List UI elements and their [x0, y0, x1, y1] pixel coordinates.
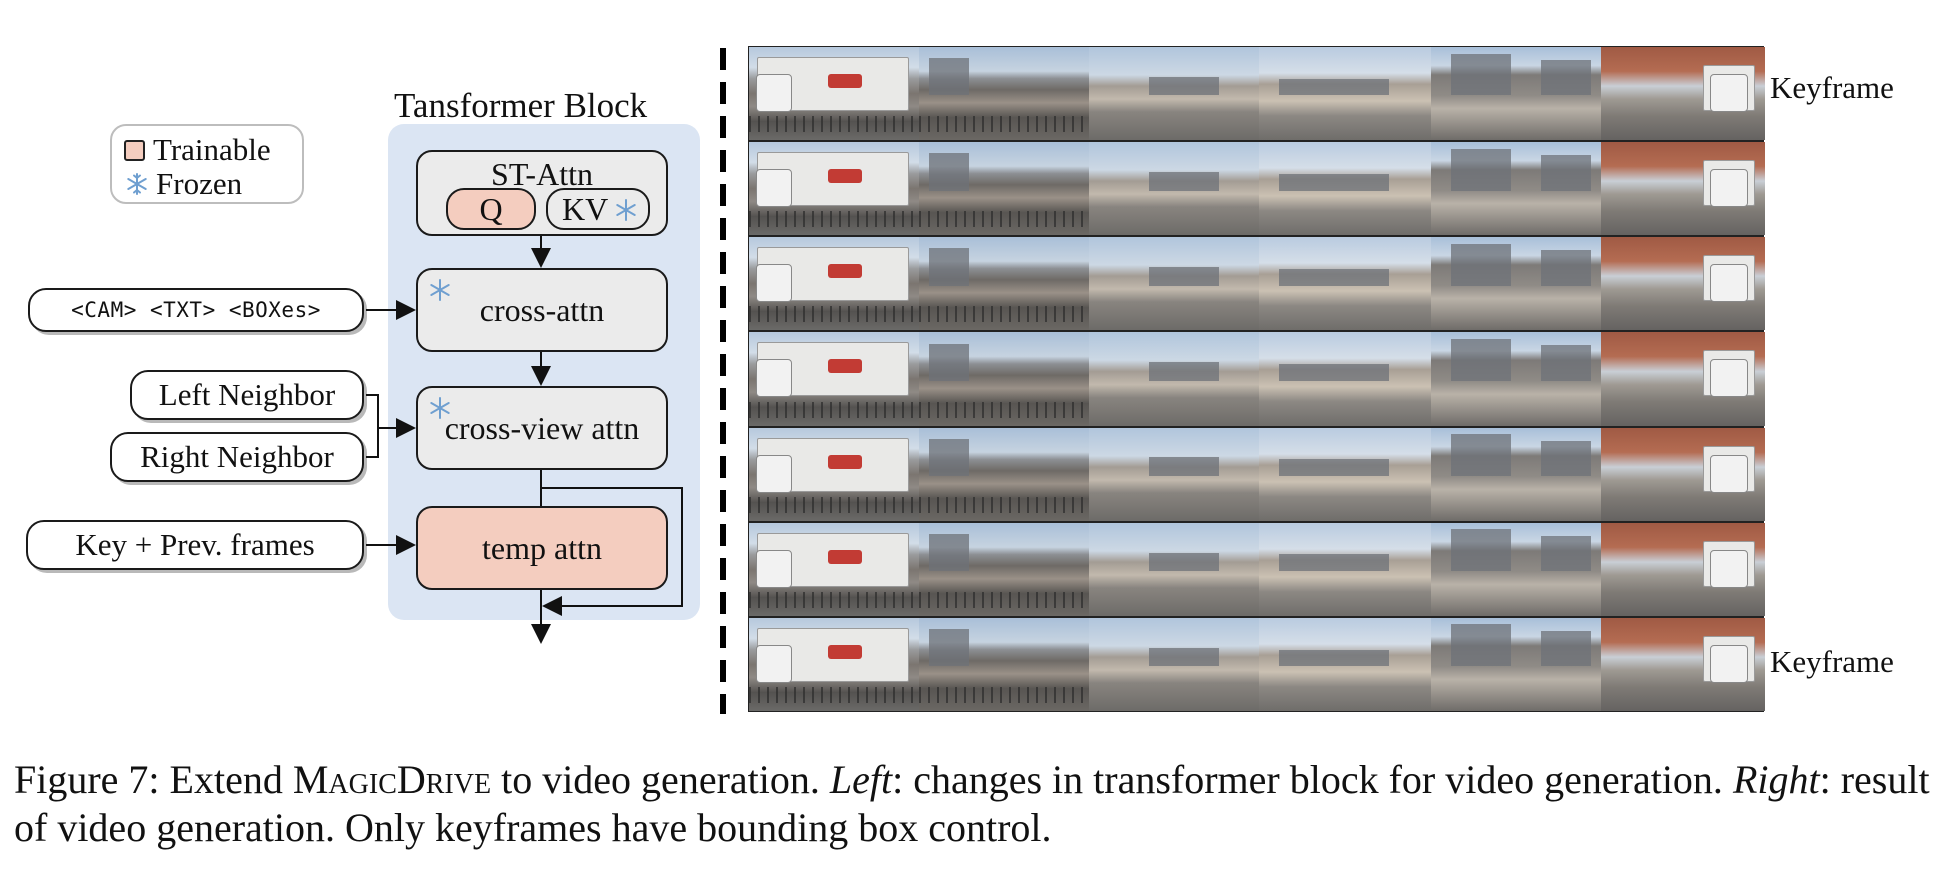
camera-view: [749, 617, 919, 711]
snowflake-icon: [430, 279, 450, 301]
legend-frozen-label: Frozen: [156, 166, 243, 201]
camera-view: [1259, 427, 1431, 521]
conditions-label: <CAM> <TXT> <BOXes>: [71, 298, 321, 322]
caption-method: MagicDrive: [292, 757, 492, 802]
camera-view: [1601, 427, 1765, 521]
diagram-arrows: [366, 236, 683, 644]
camera-view: [1089, 237, 1259, 331]
cross-attn-node: cross-attn: [416, 268, 668, 352]
camera-view: [919, 47, 1089, 141]
left-neighbor-input: Left Neighbor: [130, 370, 364, 420]
camera-view: [1431, 617, 1601, 711]
camera-view: [1431, 47, 1601, 141]
camera-view: [749, 427, 919, 521]
temp-attn-node: temp attn: [416, 506, 668, 590]
legend-trainable: Trainable: [124, 134, 271, 166]
camera-view: [1601, 237, 1765, 331]
right-neighbor-input: Right Neighbor: [110, 432, 364, 482]
camera-view: [1089, 332, 1259, 426]
kv-label: KV: [562, 190, 609, 227]
camera-view: [1259, 237, 1431, 331]
frame-row: [749, 47, 1765, 141]
camera-view: [1601, 142, 1765, 236]
camera-view: [919, 142, 1089, 236]
residual-skip: [541, 487, 683, 616]
caption-left-em: Left: [829, 757, 893, 802]
frame-row: [749, 427, 1765, 521]
cross-view-attn-label: cross-view attn: [444, 409, 640, 446]
caption-after-method: to video generation.: [491, 757, 830, 802]
camera-view: [1089, 522, 1259, 616]
caption-right-text: : result of video generation. Only keyfr…: [14, 757, 1930, 850]
frame-row: [749, 142, 1765, 236]
camera-view: [1259, 617, 1431, 711]
camera-view: [1431, 237, 1601, 331]
st-attn-label: ST-Attn: [491, 156, 593, 192]
snowflake-icon: [430, 397, 450, 419]
camera-view: [1431, 142, 1601, 236]
camera-view: [1089, 47, 1259, 141]
camera-view: [919, 332, 1089, 426]
camera-view: [1431, 522, 1601, 616]
camera-view: [1259, 332, 1431, 426]
q-node: Q: [446, 188, 536, 230]
camera-view: [1431, 427, 1601, 521]
block-title: Tansformer Block: [394, 86, 648, 125]
frame-row: [749, 332, 1765, 426]
left-neighbor-label: Left Neighbor: [158, 377, 336, 412]
camera-view: [919, 237, 1089, 331]
camera-view: [1601, 617, 1765, 711]
cross-view-attn-node: cross-view attn: [416, 386, 668, 470]
legend-trainable-label: Trainable: [153, 132, 271, 167]
frame-row: [749, 522, 1765, 616]
temp-attn-label: temp attn: [482, 529, 602, 566]
trainable-swatch: [124, 139, 145, 161]
cross-attn-label: cross-attn: [479, 291, 605, 328]
camera-view: [749, 142, 919, 236]
camera-view: [1089, 617, 1259, 711]
camera-view: [1089, 427, 1259, 521]
camera-view: [1259, 47, 1431, 141]
camera-view: [1601, 522, 1765, 616]
camera-view: [919, 522, 1089, 616]
camera-view: [1601, 47, 1765, 141]
frames-input: Key + Prev. frames: [26, 520, 364, 570]
camera-view: [749, 332, 919, 426]
caption-right-em: Right: [1732, 757, 1820, 802]
legend-frozen: Frozen: [124, 168, 242, 200]
camera-view: [919, 427, 1089, 521]
conditions-input: <CAM> <TXT> <BOXes>: [28, 288, 364, 332]
neighbor-bracket: [366, 394, 379, 458]
dashed-divider: [720, 48, 726, 714]
camera-view: [1601, 332, 1765, 426]
legend: Trainable Frozen: [110, 124, 304, 204]
camera-view: [1259, 142, 1431, 236]
camera-view: [1259, 522, 1431, 616]
camera-view: [919, 617, 1089, 711]
snowflake-icon: [124, 171, 150, 197]
q-label: Q: [479, 190, 503, 227]
frames-label: Key + Prev. frames: [75, 527, 315, 562]
keyframe-label-top: Keyframe: [1770, 70, 1894, 105]
right-neighbor-label: Right Neighbor: [140, 439, 334, 474]
keyframe-label-bottom: Keyframe: [1770, 644, 1894, 679]
kv-node: KV: [546, 188, 650, 230]
camera-view: [1089, 142, 1259, 236]
figure-caption: Figure 7: Extend MagicDrive to video gen…: [14, 756, 1930, 852]
caption-left-text: : changes in transformer block for video…: [892, 757, 1733, 802]
video-frames-grid: [748, 46, 1765, 712]
camera-view: [749, 47, 919, 141]
camera-view: [749, 237, 919, 331]
frame-row: [749, 237, 1765, 331]
frame-row: [749, 617, 1765, 711]
camera-view: [749, 522, 919, 616]
snowflake-icon: [616, 199, 636, 221]
caption-prefix: Figure 7: Extend: [14, 757, 293, 802]
camera-view: [1431, 332, 1601, 426]
